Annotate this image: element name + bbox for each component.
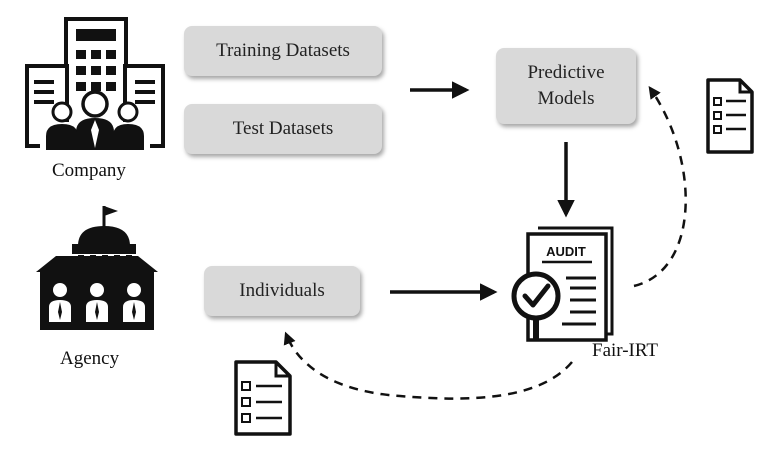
company-label: Company (52, 160, 126, 181)
report-document-icon (706, 78, 754, 154)
training-datasets-box: Training Datasets (184, 26, 382, 76)
agency-label: Agency (60, 348, 120, 369)
dashed-arrow-audit-to-models (633, 85, 687, 288)
fair-irt-label: Fair-IRT (592, 340, 659, 361)
audit-stamp-text: AUDIT (546, 244, 586, 259)
company-icon (25, 17, 165, 150)
predictive-models-line2: Models (537, 88, 595, 109)
individuals-box: Individuals (204, 266, 360, 316)
agency-icon (36, 206, 158, 330)
audit-icon: AUDIT (511, 226, 614, 342)
report-document-icon-2 (234, 360, 292, 436)
predictive-models-box: Predictive Models (496, 48, 636, 124)
dashed-arrow-audit-to-individuals (283, 331, 573, 400)
predictive-models-line1: Predictive (527, 62, 605, 84)
test-datasets-box: Test Datasets (184, 104, 382, 154)
